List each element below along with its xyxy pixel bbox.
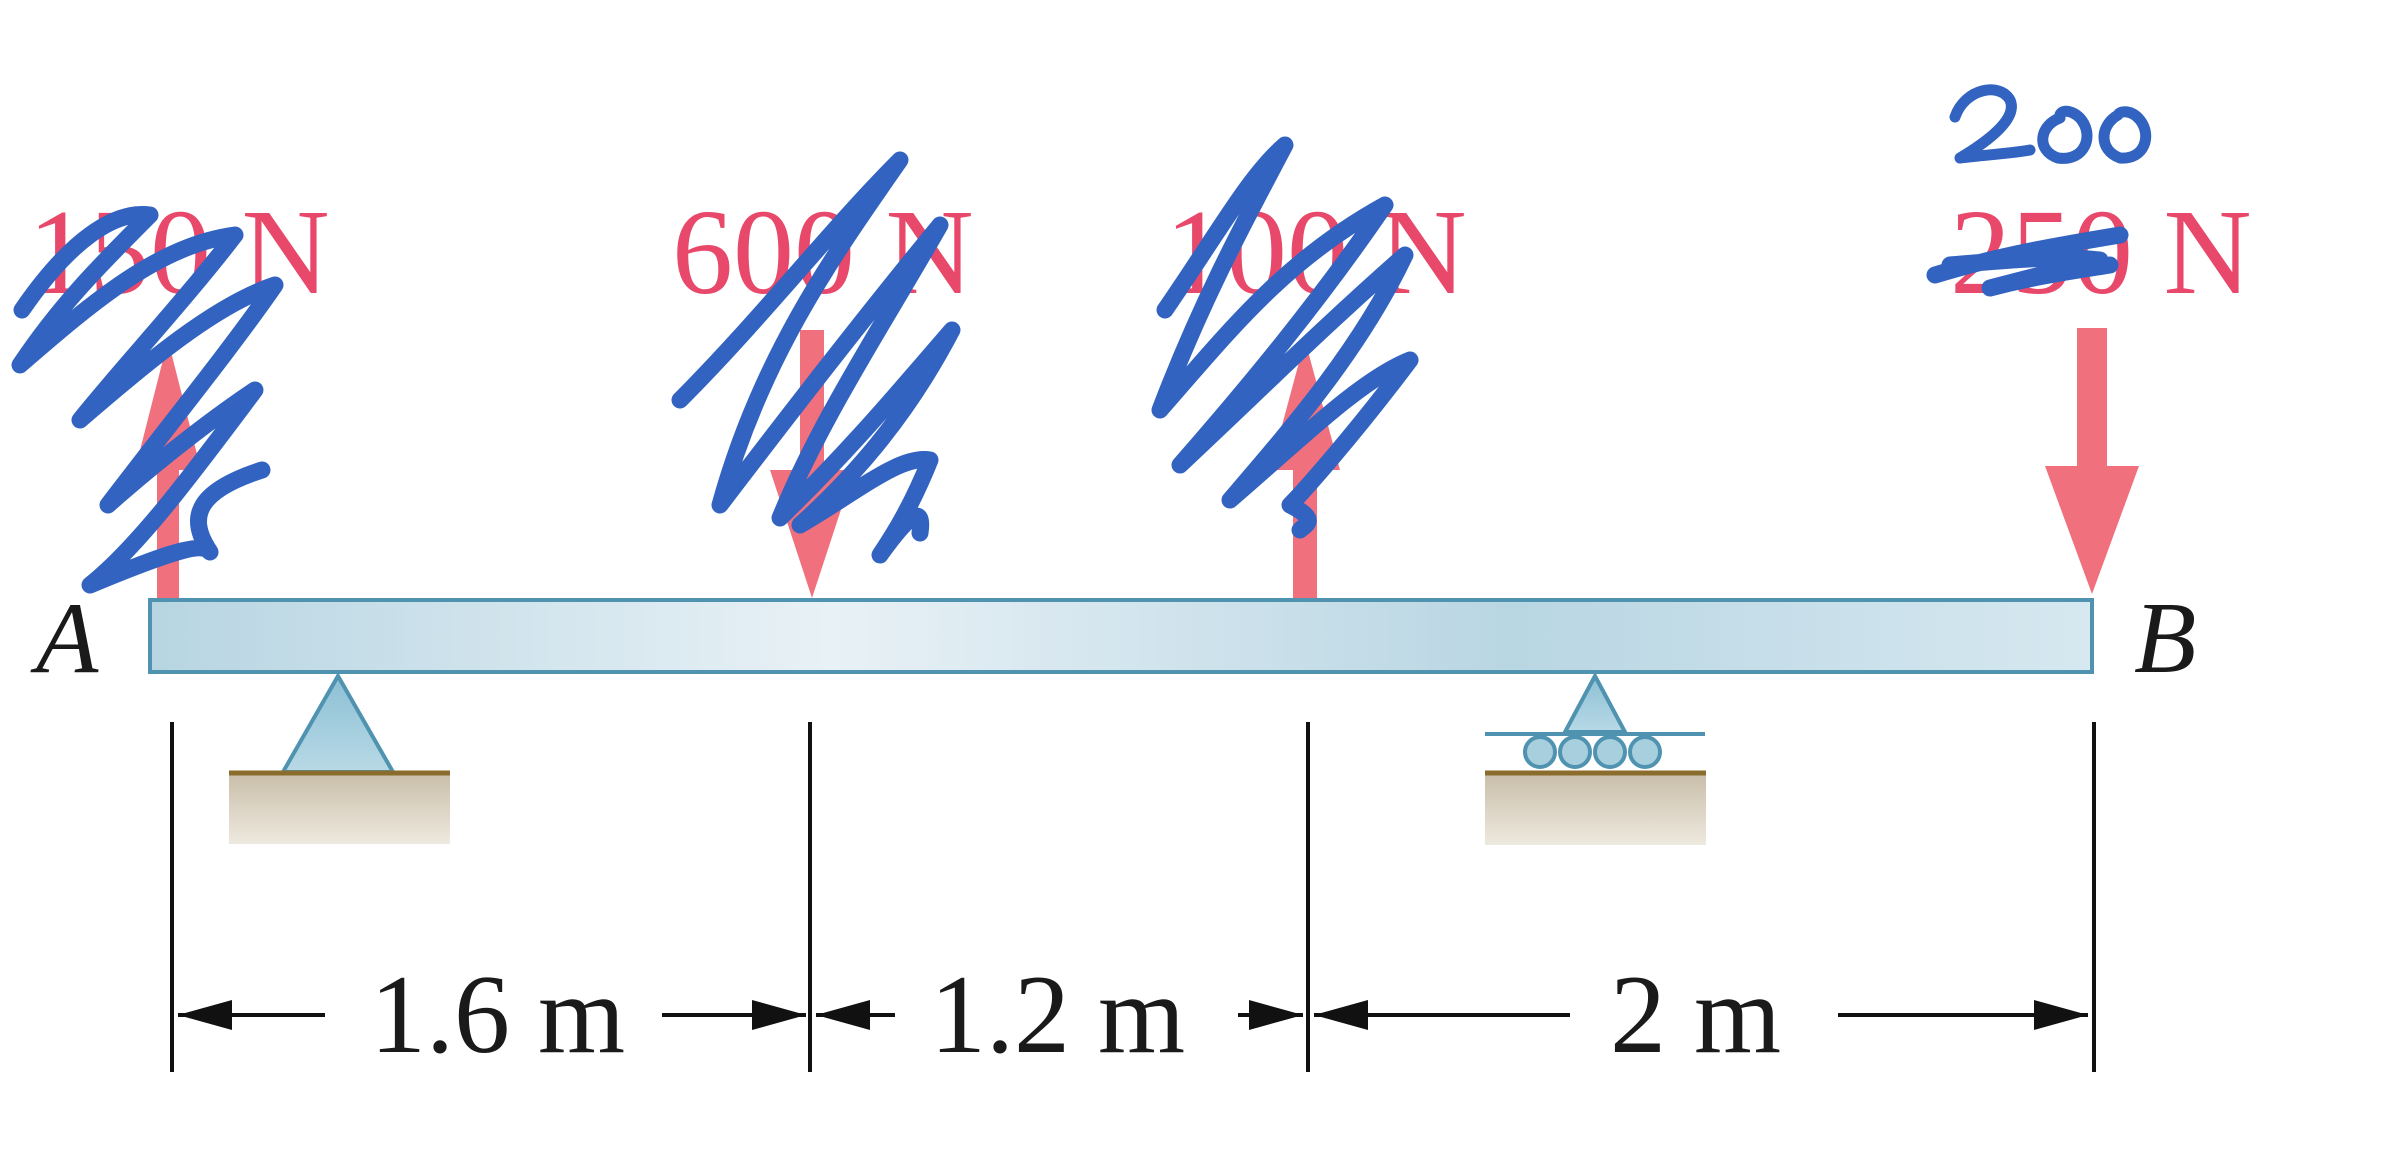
dimension-lines	[170, 722, 2096, 1072]
dimension-label-1: 1.6 m	[370, 953, 625, 1077]
force-arrow-b	[2045, 328, 2139, 594]
scribble-over-force-600	[671, 151, 961, 564]
end-label-a: A	[30, 582, 99, 695]
dimension-label-2: 1.2 m	[930, 953, 1185, 1077]
roller-support	[1485, 671, 1706, 845]
scribble-over-force-100	[1151, 136, 1419, 539]
beam	[148, 598, 2094, 674]
dimension-label-3: 2 m	[1610, 953, 1781, 1077]
strikethrough-250	[1926, 226, 2129, 297]
handwritten-200	[1949, 84, 2152, 164]
end-label-b: B	[2134, 582, 2196, 695]
scribble-over-force-a	[11, 205, 284, 594]
pin-support	[229, 671, 450, 844]
